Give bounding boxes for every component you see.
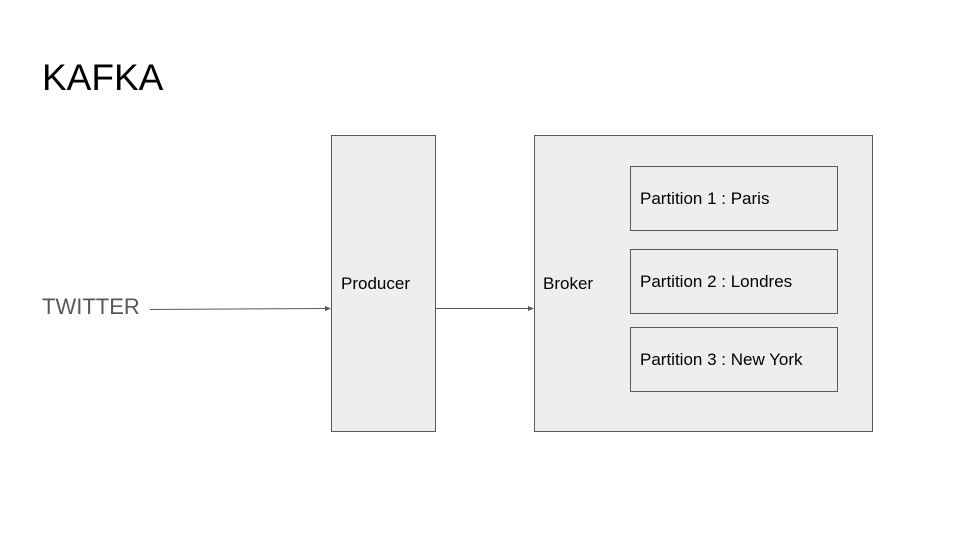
- partition-box-2: [630, 249, 838, 314]
- arrow-twitter-to-producer: [149, 308, 327, 310]
- producer-label: Producer: [341, 274, 410, 293]
- diagram-title: KAFKA: [42, 57, 164, 98]
- partition-box-1: [630, 166, 838, 231]
- producer-box: [331, 135, 436, 432]
- partition-box-3: [630, 327, 838, 392]
- partition-label-1: Partition 1 : Paris: [640, 189, 770, 208]
- arrowhead-producer-to-broker: [528, 306, 534, 311]
- source-label-twitter: TWITTER: [42, 294, 140, 319]
- arrowhead-twitter-to-producer: [325, 306, 331, 311]
- partition-label-3: Partition 3 : New York: [640, 350, 803, 369]
- broker-label: Broker: [543, 274, 594, 293]
- partition-label-2: Partition 2 : Londres: [640, 272, 793, 291]
